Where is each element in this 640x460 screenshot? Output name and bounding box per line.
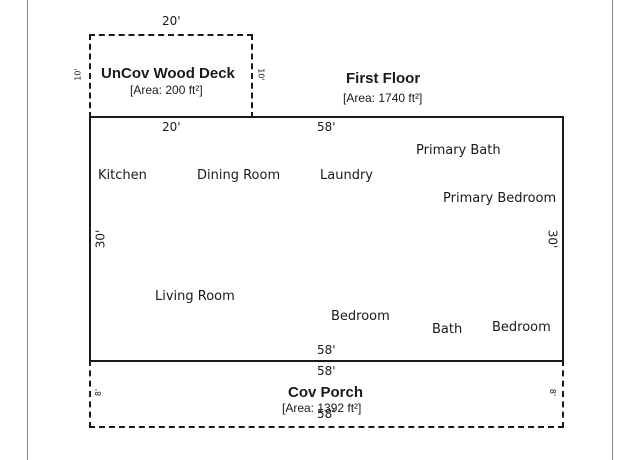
deck-dim-left: 10' [73,68,83,81]
room-bedroom-2: Bedroom [492,320,551,335]
porch-outline[interactable] [89,360,564,428]
room-bath: Bath [432,322,463,337]
first-floor-dim-left: 30' [93,229,108,249]
first-floor-title: First Floor [346,70,421,87]
room-living-room: Living Room [155,289,235,304]
room-dining-room: Dining Room [197,168,281,183]
deck-dim-bottom: 20' [162,120,181,134]
deck-dim-top: 20' [162,14,181,28]
page-frame-left [27,0,28,460]
room-kitchen: Kitchen [98,168,147,183]
first-floor-dim-right: 30' [545,229,560,249]
porch-dim-right: 8' [548,388,558,397]
first-floor-dim-top: 58' [317,120,336,134]
porch-area: [Area: 1392 ft²] [282,401,362,415]
deck-title: UnCov Wood Deck [101,65,235,82]
porch-title: Cov Porch [288,384,364,401]
porch-dim-left: 8' [94,388,104,397]
room-primary-bath: Primary Bath [416,143,501,158]
first-floor-area: [Area: 1740 ft²] [343,91,423,105]
deck-area: [Area: 200 ft²] [130,83,203,97]
porch-dim-top: 58' [317,364,336,378]
porch-dim-bottom: 58' [317,407,336,421]
room-laundry: Laundry [320,168,373,183]
first-floor-dim-bottom: 58' [317,343,336,357]
deck-dim-right: 10' [256,68,266,81]
room-primary-bedroom: Primary Bedroom [443,191,557,206]
page-frame-right [612,0,613,460]
room-bedroom: Bedroom [331,309,390,324]
